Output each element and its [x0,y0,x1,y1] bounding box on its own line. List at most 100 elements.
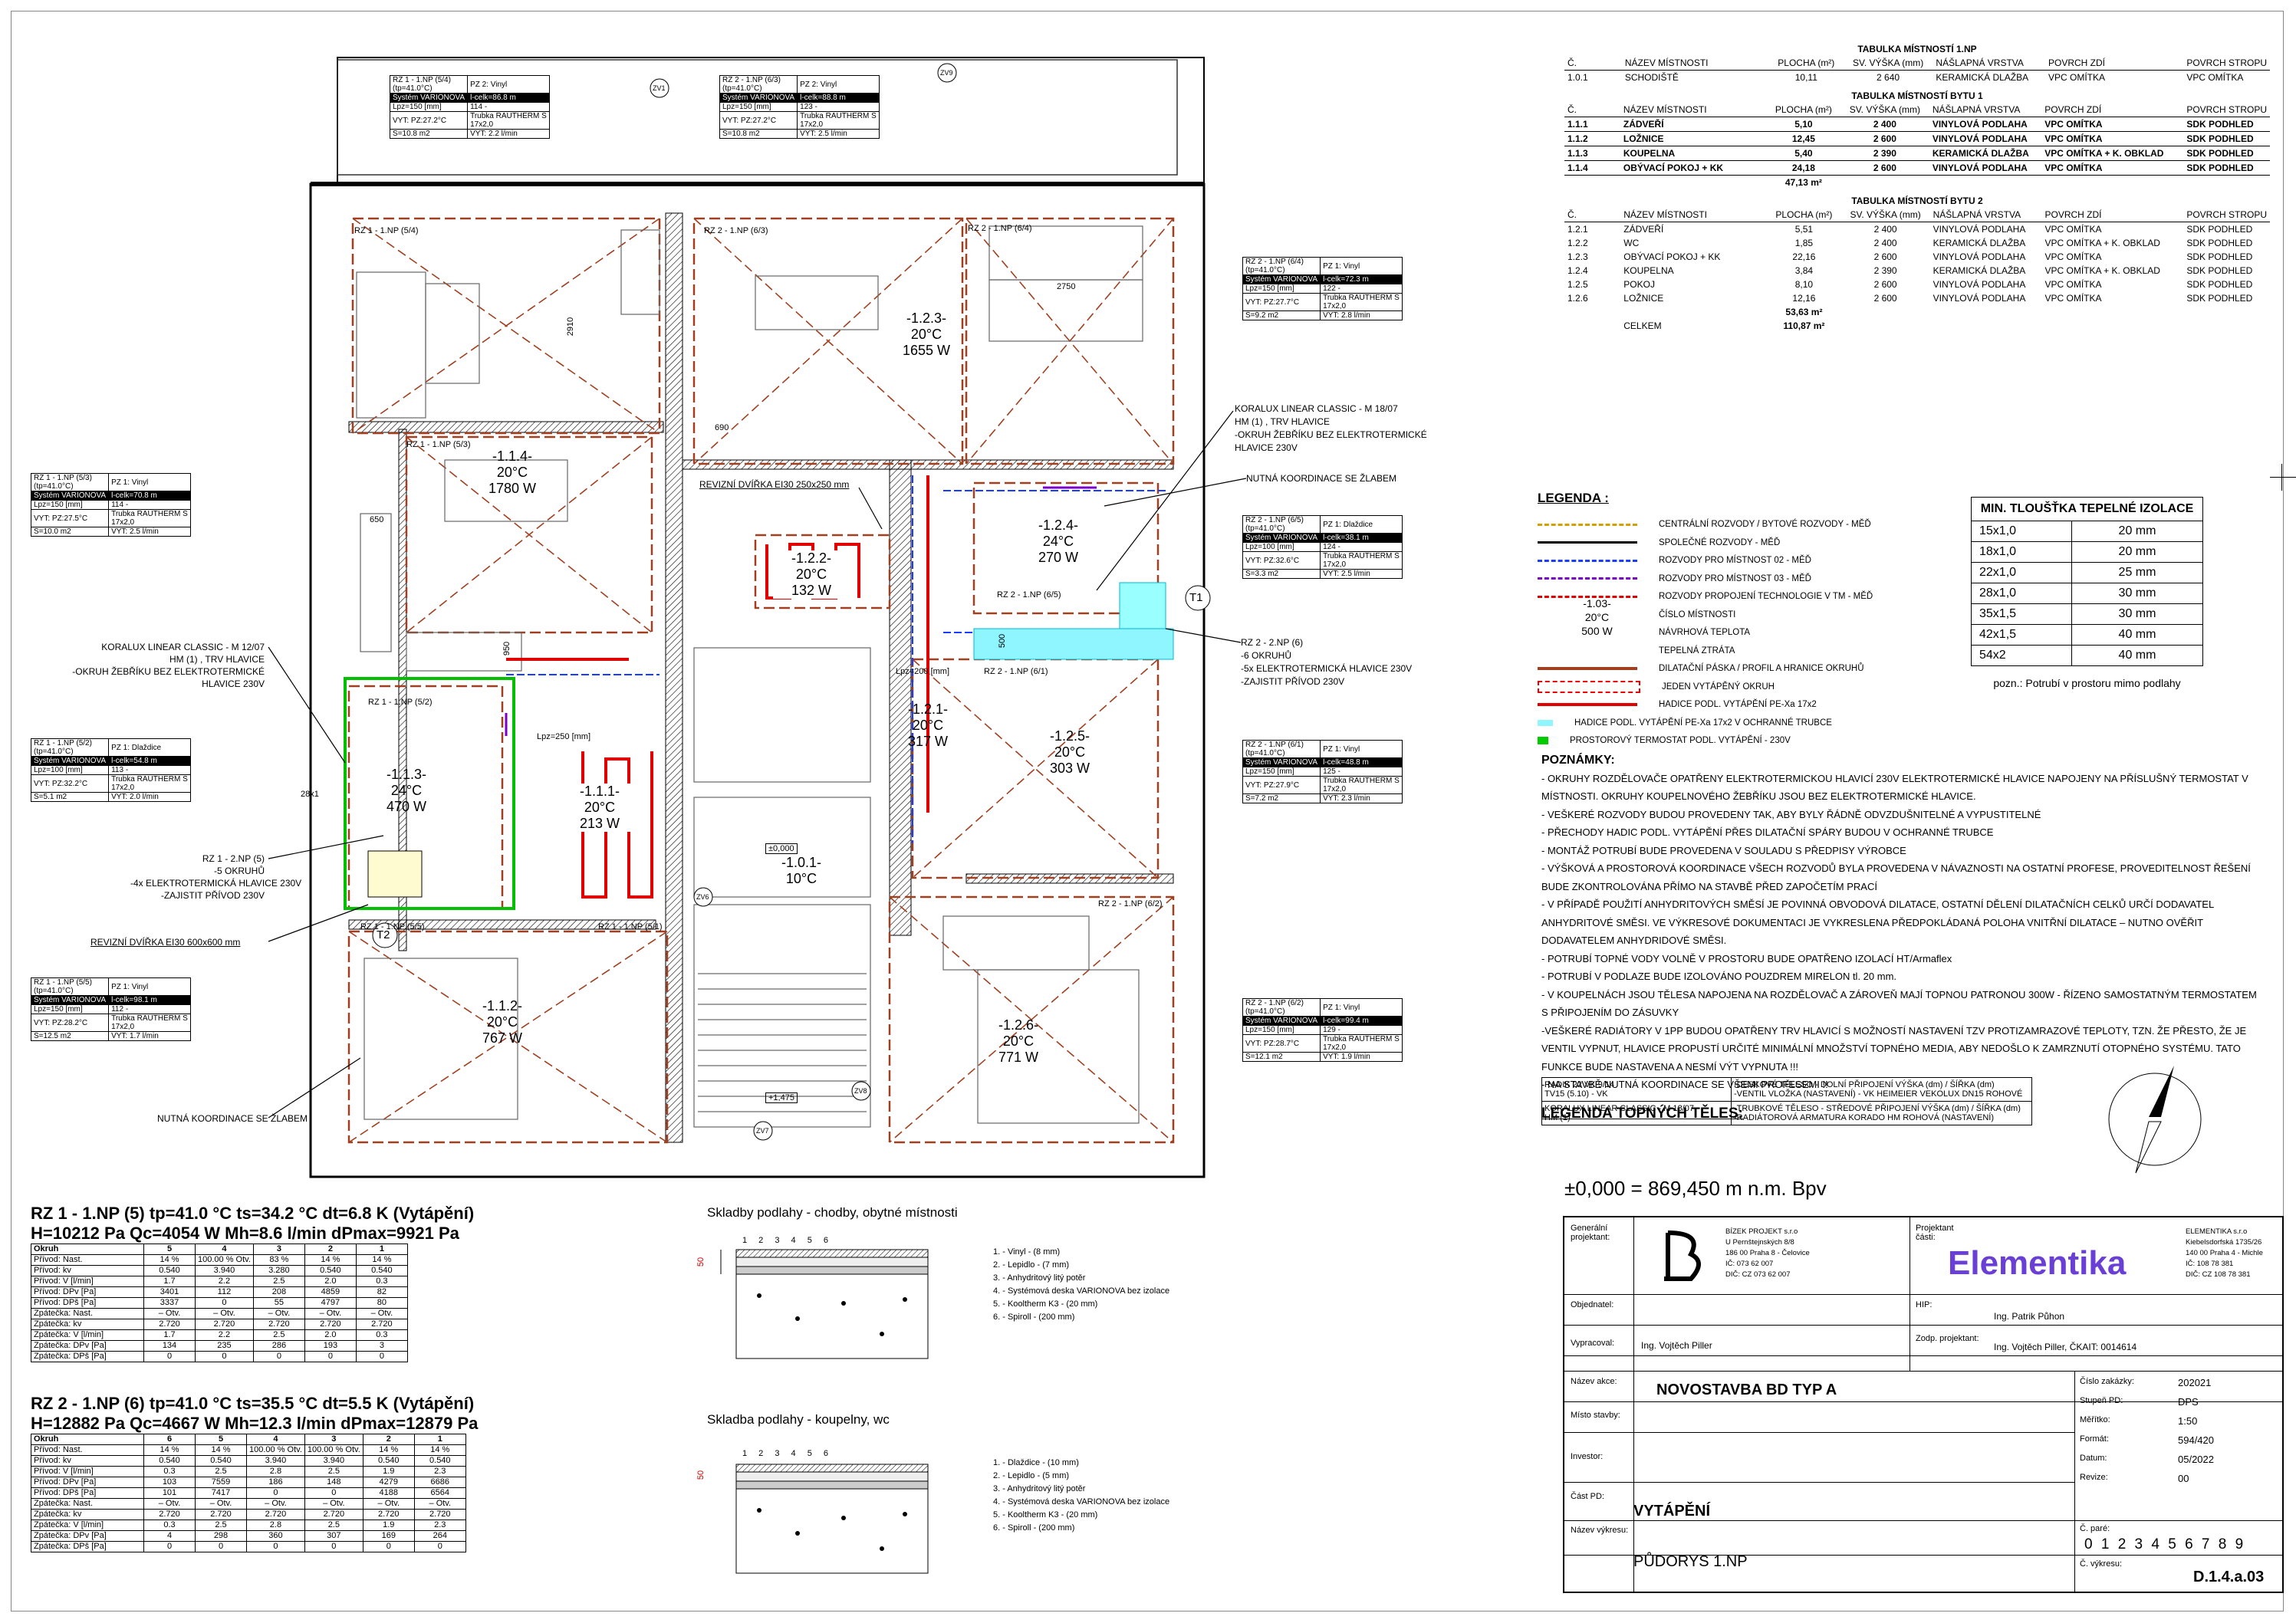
section-dim: 50 [696,1470,706,1480]
radiator-row: KORALUX LINEAR CLASSIC - M 18/07 HM (1)-… [1541,1101,2032,1125]
room-table-caption-text: TABULKA MÍSTNOSTÍ BYTU 2 [1851,195,1983,206]
tb-meta-value: 05/2022 [2178,1454,2214,1465]
summary-cell: 307 [304,1530,363,1542]
summary-cell: 0.3 [355,1329,408,1341]
tb-meta-value: 00 [2178,1473,2189,1484]
summary-cell: 101 [143,1487,196,1499]
room-cell-c: 1.1.2 [1564,131,1620,146]
room-cell-c: 1.2.1 [1567,224,1588,235]
legend-title: LEGENDA : [1538,491,1609,505]
elevation-label: ±0,000 = 869,450 m n.m. Bpv [1564,1177,1827,1200]
marker-zv: ZV7 [756,1127,769,1135]
summary-cell: – Otv. [355,1308,408,1319]
summary-cell: 0.3 [355,1276,408,1287]
room-cell-area: 10,11 [1794,72,1817,83]
radiator-legend: RADIK 22 VK 9/14 TV15 (5.10) - VK-DESKOV… [1541,1077,2032,1125]
room-cell-c: 1.1.1 [1564,117,1620,132]
summary-cell: 2.720 [246,1509,305,1520]
room-cell-name: LOŽNICE [1620,131,1767,146]
insulation-pipe: 35x1,5 [1971,603,2072,625]
summary-cell: 80 [355,1297,408,1309]
summary-cell: 0 [413,1541,466,1552]
section-item: 1. - Dlaždice - (10 mm) [993,1458,1079,1467]
annotation-rz12: RZ 1 - 2.NP (5) -5 OKRUHŮ -4x ELEKTROTER… [130,853,302,901]
room-cell-ceiling [2183,319,2270,333]
summary-cell: 103 [143,1477,196,1488]
dim-label: 650 [370,515,384,524]
room-table-row: 47,13 m² [1564,176,2270,190]
section-item: 5. - Kooltherm K3 - (20 mm) [993,1510,1098,1520]
legend-row: ROZVODY PRO MÍSTNOST 03 - MĚĎ [1538,570,1811,587]
room-cell-c [1564,305,1620,319]
dim-label: Lpz=250 [mm] [537,732,591,741]
room-cell-height: SV. VÝŠKA (mm) [1840,103,1929,117]
summary-cell: Přívod: Nast. [31,1254,144,1266]
summary-cell: Zpátečka: Nast. [31,1308,144,1319]
note-item: - MONTÁŽ POTRUBÍ BUDE PROVEDENA V SOULAD… [1541,844,1906,856]
room-cell-area: 5,40 [1766,146,1840,161]
room-cell-name: LOŽNICE [1623,293,1664,304]
room-cell-height: 2 400 [1840,117,1929,132]
room-cell-area: PLOCHA (m²) [1767,208,1841,222]
section-items: 1. - Vinyl - (8 mm)2. - Lepidlo - (7 mm)… [993,1246,1169,1324]
room-table-caption: TABULKA MÍSTNOSTÍ BYTU 2 [1564,194,2270,208]
summary-cell: – Otv. [362,1498,415,1510]
summary-cell: Zpátečka: kv [31,1319,144,1330]
marker-zv: ZV8 [854,1087,867,1095]
summary-row: Zpátečka: Nast.– Otv.– Otv.– Otv.– Otv.–… [31,1498,466,1510]
edge-mark [2281,464,2282,491]
summary-cell: 4188 [362,1487,415,1499]
room-cell-name: NÁZEV MÍSTNOSTI [1620,208,1768,222]
summary-cell: 5 [195,1434,247,1445]
summary-cell: Okruh [31,1244,144,1255]
room-cell-height: SV. VÝŠKA (mm) [1840,208,1930,222]
level-label: +1,475 [765,1092,798,1103]
room-cell-c: 1.2.6 [1567,293,1588,304]
room-cell-name: KOUPELNA [1620,146,1767,161]
summary-cell: 2.720 [143,1509,196,1520]
summary-cell: 4 [246,1434,305,1445]
summary-cell: Přívod: DPš [Pa] [31,1297,144,1309]
summary-cell: 4 [143,1530,196,1542]
summary-cell: 0 [362,1541,415,1552]
room-cell-ceiling: POVRCH STROPU [2183,103,2270,117]
summary-cell: 2.720 [195,1509,247,1520]
summary-cell: 0.540 [143,1265,196,1276]
summary-cell: 2.720 [195,1319,254,1330]
summary-cell: 134 [143,1340,196,1352]
dim-label: Lpz=200 [mm] [896,667,950,676]
sheet-border [11,11,2284,1612]
radiator-row: RADIK 22 VK 9/14 TV15 (5.10) - VK-DESKOV… [1541,1077,2032,1102]
tb-meta-value: 594/420 [2178,1434,2214,1446]
summary-cell: 2.5 [195,1466,247,1477]
summary-cell: 0 [195,1351,254,1362]
room-cell-c: 1.2.4 [1567,265,1588,276]
loop-table: RZ 1 - 1.NP (5/4) (tp=41.0°C)PZ 2: Vinyl… [389,75,550,139]
edge-mark [2270,477,2296,478]
summary-cell: – Otv. [246,1498,305,1510]
insulation-pipe: 54x2 [1971,645,2072,666]
dim-label: 690 [715,423,729,432]
summary-cell: Přívod: V [l/min] [31,1276,144,1287]
note-item: - POTRUBÍ V PODLAZE BUDE IZOLOVÁNO POUZD… [1541,971,1897,982]
summary-cell: 3337 [143,1297,196,1309]
summary-cell: 2.8 [246,1466,305,1477]
floor-section-2 [735,1464,929,1574]
summary-cell: 286 [252,1340,305,1352]
room-cell-ceiling: SDK PODHLED [2186,224,2253,235]
summary-cell: 2.5 [195,1520,247,1531]
